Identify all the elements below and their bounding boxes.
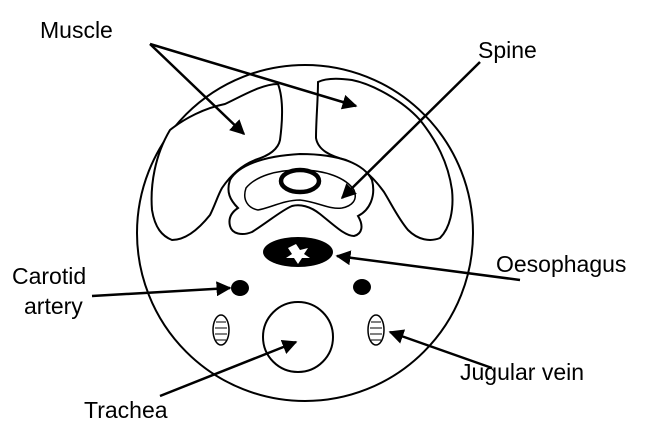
right-carotid-artery (353, 279, 371, 295)
left-jugular-vein (213, 315, 229, 345)
jugular-vein-label: Jugular vein (460, 359, 584, 385)
muscle-label: Muscle (40, 17, 113, 43)
spine-label: Spine (478, 37, 537, 63)
oesophagus-label: Oesophagus (496, 251, 626, 277)
spinal-canal (281, 170, 319, 192)
trachea-label: Trachea (84, 397, 168, 423)
carotid-label-line1: Carotid (12, 263, 86, 289)
right-jugular-vein (368, 315, 384, 345)
trachea (263, 302, 333, 372)
carotid-label-line2: artery (24, 293, 83, 319)
left-carotid-artery (231, 280, 249, 296)
